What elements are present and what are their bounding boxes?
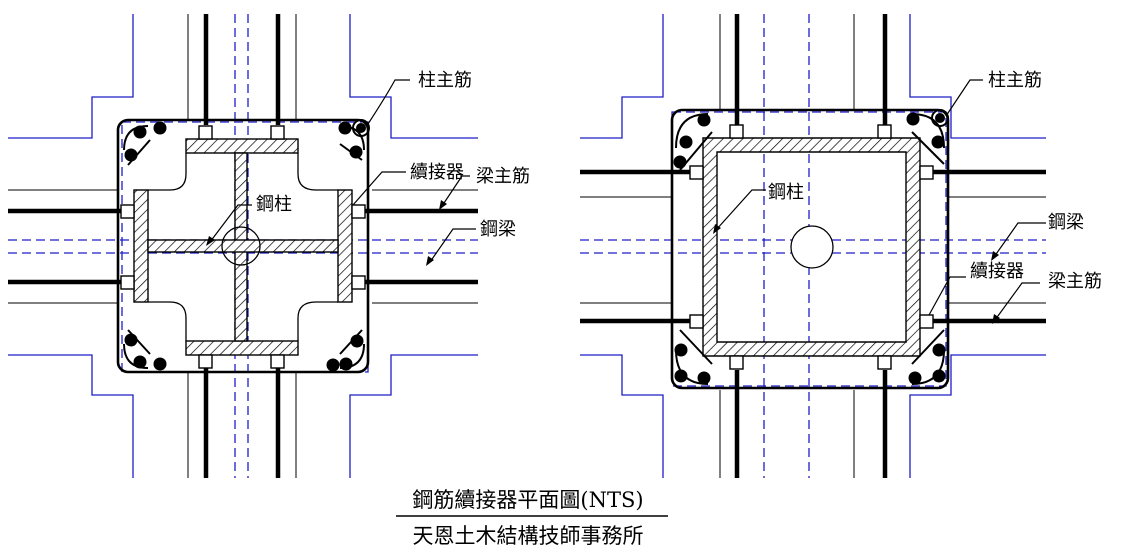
left-column-fillets <box>148 153 338 341</box>
left-column-boundary <box>116 118 370 374</box>
label-coupler-right: 續接器 <box>970 261 1024 282</box>
left-column-main-bars <box>123 119 370 372</box>
label-coupler: 續接器 <box>410 162 464 183</box>
label-steel-beam: 鋼梁 <box>480 219 516 240</box>
left-beam-main-bars <box>8 14 478 478</box>
left-steel-column <box>133 138 353 356</box>
right-beam-main-bars <box>580 14 1046 478</box>
title-block: 鋼筋續接器平面圖(NTS) 天恩土木結構技師事務所 <box>396 488 668 548</box>
firm-name: 天恩土木結構技師事務所 <box>413 524 644 548</box>
label-beam-main-bar-right: 梁主筋 <box>1048 271 1102 292</box>
left-leader-arrows <box>206 200 447 266</box>
right-couplers <box>689 124 934 370</box>
label-steel-column-right: 鋼柱 <box>768 182 804 203</box>
right-leaders <box>715 79 1046 321</box>
left-leaders <box>209 79 476 263</box>
right-detail: 柱主筋 鋼柱 鋼梁 續接器 梁主筋 <box>580 14 1102 478</box>
drawing-title: 鋼筋續接器平面圖(NTS) <box>412 488 643 512</box>
label-steel-beam-right: 鋼梁 <box>1048 212 1084 233</box>
right-column-boundary <box>670 108 950 390</box>
label-beam-main-bar: 梁主筋 <box>476 166 530 187</box>
right-leader-arrows <box>713 224 1000 324</box>
left-edge-lines <box>8 14 478 478</box>
left-couplers <box>120 125 366 369</box>
label-steel-column: 鋼柱 <box>256 194 292 215</box>
right-column-concrete-hole <box>790 225 834 269</box>
label-col-main-bar-right: 柱主筋 <box>988 70 1042 91</box>
right-column-main-bars <box>673 109 949 385</box>
label-col-main-bar: 柱主筋 <box>418 70 472 91</box>
right-edge-lines <box>580 14 1046 478</box>
left-detail: 柱主筋 續接器 梁主筋 鋼柱 鋼梁 <box>8 14 530 478</box>
